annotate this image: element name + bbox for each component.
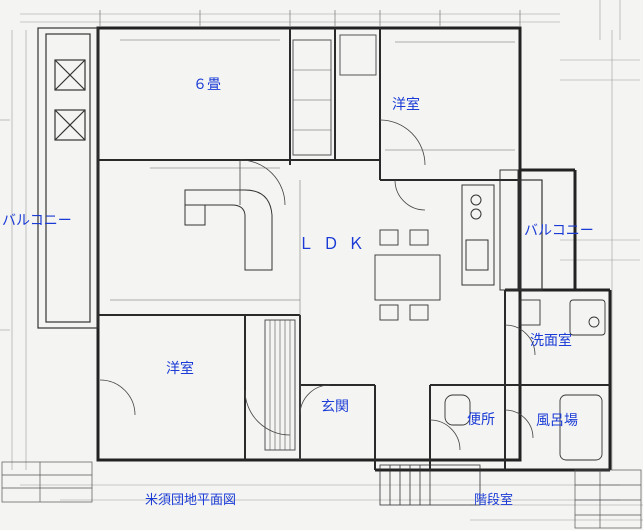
kitchen-counter	[461, 169, 519, 291]
legend-box	[1, 461, 93, 503]
room-label-bathroom: 風呂場	[536, 413, 578, 429]
closet-shelves	[264, 34, 377, 451]
room-label-washroom: 洗面室	[530, 333, 572, 349]
plan-title: 米須団地平面図	[145, 493, 237, 508]
room-label-balcony-right: バルコニー	[524, 223, 594, 239]
bath-fixtures	[444, 299, 606, 461]
dining-set	[374, 229, 441, 321]
room-label-western-upper: 洋室	[392, 97, 420, 113]
room-label-entrance: 玄関	[321, 399, 349, 415]
inner-ticks	[110, 39, 515, 460]
room-label-western-lower: 洋室	[166, 361, 194, 377]
title-block	[574, 469, 642, 529]
room-label-ldk: ＬＤＫ	[298, 234, 374, 253]
sofa	[184, 189, 273, 271]
door-swings	[99, 119, 536, 451]
room-label-stairwell: 階段室	[474, 493, 514, 508]
top-ticks	[99, 10, 521, 26]
stairwell	[379, 464, 481, 506]
balcony-right	[519, 179, 543, 291]
room-label-toilet: 便所	[467, 412, 495, 428]
room-label-balcony-left: バルコニー	[2, 213, 72, 229]
room-label-tatami: ６畳	[193, 77, 221, 93]
balcony-left	[37, 27, 99, 329]
